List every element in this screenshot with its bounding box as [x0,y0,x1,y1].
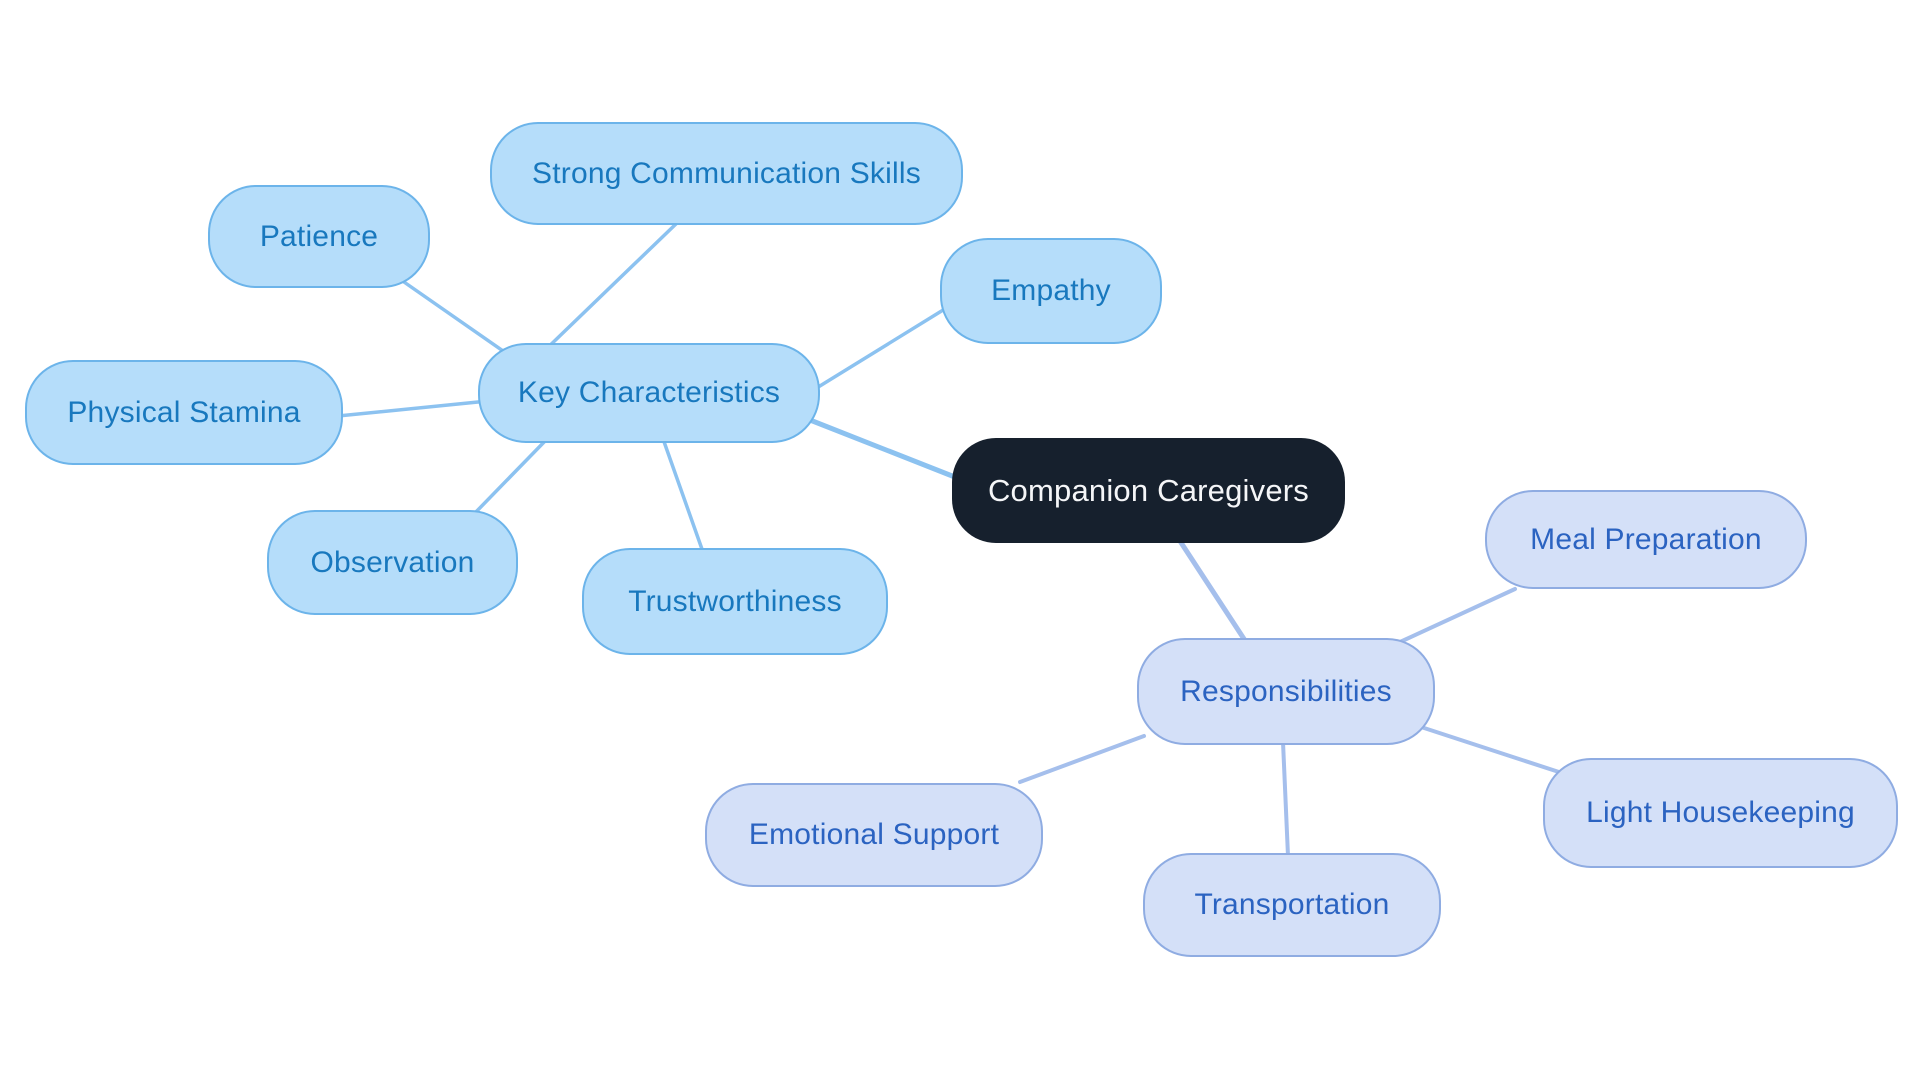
node-patience[interactable]: Patience [208,185,430,288]
node-strong-communication-skills[interactable]: Strong Communication Skills [490,122,963,225]
node-responsibilities[interactable]: Responsibilities [1137,638,1435,745]
edge-keychar-strong-communication-skills [538,220,680,357]
edge-responsibilities-meal-preparation [1398,587,1517,644]
node-emotional-support[interactable]: Emotional Support [705,783,1043,887]
edge-responsibilities-light-housekeeping [1416,724,1564,775]
node-companion-caregivers[interactable]: Companion Caregivers [952,438,1345,543]
edge-keychar-trustworthiness [660,434,705,554]
edge-keychar-physical-stamina [336,399,490,418]
node-physical-stamina[interactable]: Physical Stamina [25,360,343,465]
node-light-housekeeping[interactable]: Light Housekeeping [1543,758,1898,868]
edge-keychar-empathy [813,305,950,391]
edge-responsibilities-transportation [1281,740,1290,858]
node-transportation[interactable]: Transportation [1143,853,1441,957]
edge-root-responsibilities [1175,535,1249,645]
edge-responsibilities-emotional-support [1018,734,1146,784]
node-empathy[interactable]: Empathy [940,238,1162,344]
node-key-characteristics[interactable]: Key Characteristics [478,343,820,443]
edge-keychar-patience [402,280,518,362]
node-trustworthiness[interactable]: Trustworthiness [582,548,888,655]
node-observation[interactable]: Observation [267,510,518,615]
node-meal-preparation[interactable]: Meal Preparation [1485,490,1807,589]
edge-keychar-observation [471,436,550,517]
edge-root-keychar [807,417,973,486]
